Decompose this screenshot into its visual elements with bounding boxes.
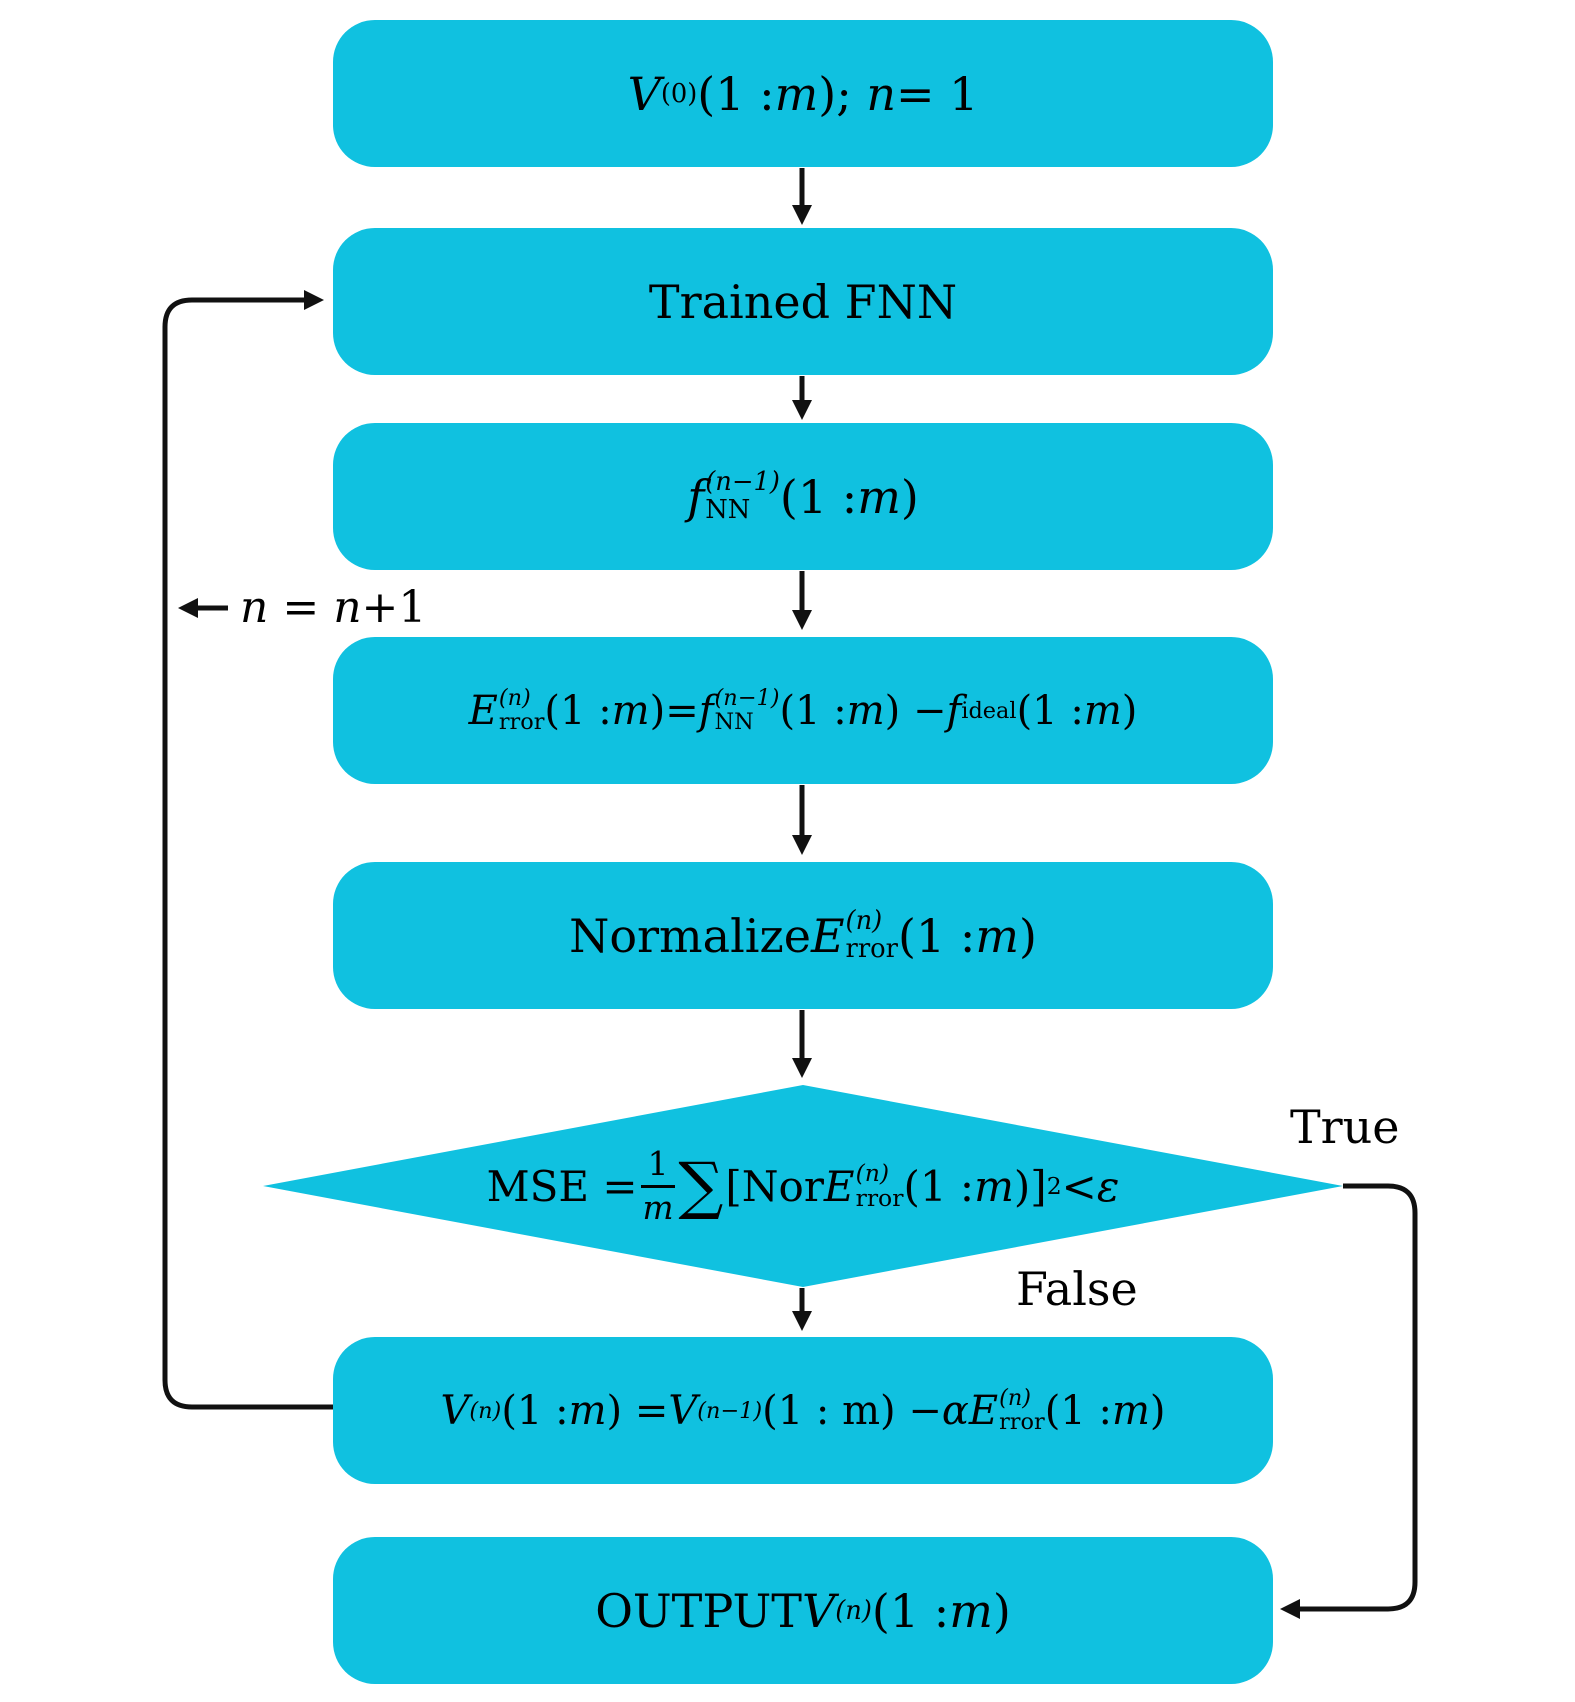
formula-part: α (941, 1387, 969, 1434)
formula-part: f (687, 469, 705, 524)
node-label: Trained FNN (648, 274, 958, 329)
formula-part: (0) (660, 78, 698, 109)
formula-part: (n) (498, 684, 531, 711)
formula-part: (1 : (779, 687, 847, 734)
formula-part: m (975, 908, 1019, 963)
formula-part: m (774, 66, 819, 121)
formula-part: 2 (1046, 1172, 1062, 1200)
formula-part: rror (999, 1408, 1045, 1435)
formula-part: m (611, 687, 650, 734)
formula-part: n (333, 582, 362, 633)
formula-part: < (1061, 1161, 1097, 1211)
formula-part: (1 : (779, 469, 858, 524)
true-branch-label: True (1290, 1100, 1400, 1154)
formula-part: (1 : (897, 908, 976, 963)
formula-part: E (968, 1387, 999, 1434)
formula-part: +1 (361, 582, 427, 633)
formula-part: (n−1) (714, 684, 780, 711)
formula-part: m (857, 469, 901, 524)
formula-part: m (1083, 687, 1122, 734)
node-normalize: Normalize E(n)rror(1 : m) (333, 862, 1273, 1009)
node-init: V(0)(1 : m); n = 1 (333, 20, 1273, 167)
formula-part: V (801, 1583, 836, 1638)
formula-part: (1 : (871, 1583, 950, 1638)
formula-part: = (268, 582, 334, 633)
edge-decision-true-to-output (1280, 1183, 1418, 1619)
node-trained-fnn: Trained FNN (333, 228, 1273, 375)
formula-part: (n−1) (705, 467, 780, 498)
edge-update-loop-to-trained (162, 290, 333, 1410)
formula-part: (1 : (1016, 687, 1084, 734)
formula-part: rror (855, 1184, 904, 1212)
formula-part: ) (1149, 1387, 1166, 1434)
formula-part: ) (1018, 908, 1037, 963)
formula-part: m (974, 1161, 1014, 1211)
formula-part: (1 : m) − (762, 1387, 942, 1434)
formula-part: Normalize (569, 908, 811, 963)
node-output: OUTPUT V(n)(1 : m) (333, 1537, 1273, 1684)
formula-part: ) (1121, 687, 1138, 734)
formula-part: E (823, 1161, 855, 1211)
formula-part: ) (992, 1583, 1011, 1638)
sup-sub-stack: (n−1)NN (705, 469, 780, 523)
formula-part: ideal (961, 697, 1017, 724)
formula-part: rror (845, 933, 898, 964)
sup-sub-stack: (n)rror (846, 908, 898, 962)
node-fnn-output: f(n−1)NN(1 : m) (333, 423, 1273, 570)
formula-part: ε (1096, 1161, 1120, 1211)
sup-sub-stack: (n)rror (498, 684, 545, 735)
formula-part: m (949, 1583, 993, 1638)
formula-part: (n) (855, 1159, 890, 1188)
formula-part: ) = (606, 1387, 669, 1434)
formula-part: (1 : (501, 1387, 569, 1434)
formula-part: m (1111, 1387, 1150, 1434)
formula-part: ); (818, 66, 867, 121)
formula-part: 1 (640, 1146, 676, 1188)
formula-part: )] (1013, 1161, 1047, 1211)
formula-part: (1 : (544, 687, 612, 734)
formula-part: NN (714, 708, 754, 735)
formula-part: E (810, 908, 845, 963)
formula-part: OUTPUT (595, 1583, 802, 1638)
formula-part: m (642, 1188, 674, 1227)
decision-diamond-shape (263, 1085, 1343, 1287)
formula-part: V (668, 1387, 698, 1434)
formula-part: NN (705, 494, 751, 525)
formula-part: f (698, 687, 714, 734)
formula-part: m (568, 1387, 607, 1434)
formula-part: = 1 (895, 66, 979, 121)
formula-part: (n) (469, 1397, 502, 1424)
formula-part: (n) (835, 1595, 872, 1626)
formula-part: )= (649, 687, 699, 734)
loop-increment-label: n = n+1 (240, 582, 426, 633)
formula-part: n (866, 66, 896, 121)
formula-part: V (440, 1387, 470, 1434)
formula-part: rror (498, 708, 545, 735)
formula-part: (n) (999, 1384, 1031, 1411)
formula-part: n (240, 582, 269, 633)
formula-part: ) (900, 469, 919, 524)
formula-part: V (627, 66, 661, 121)
formula-part: (n−1) (697, 1397, 763, 1424)
formula-part: ) − (884, 687, 947, 734)
sup-sub-stack: (n−1)NN (714, 684, 780, 735)
formula-part: (n) (845, 906, 883, 937)
formula-part: f (946, 687, 962, 734)
formula-part: m (846, 687, 885, 734)
sup-sub-stack: (n)rror (856, 1161, 904, 1210)
formula-part: [Nor (725, 1161, 824, 1211)
formula-part: MSE = (486, 1161, 638, 1211)
false-branch-label: False (1016, 1262, 1138, 1316)
formula-part: (1 : (697, 66, 775, 121)
sup-sub-stack: (n)rror (999, 1384, 1045, 1435)
formula-part: (1 : (1044, 1387, 1112, 1434)
formula-part: (1 : (903, 1161, 975, 1211)
formula-part: E (468, 687, 498, 734)
